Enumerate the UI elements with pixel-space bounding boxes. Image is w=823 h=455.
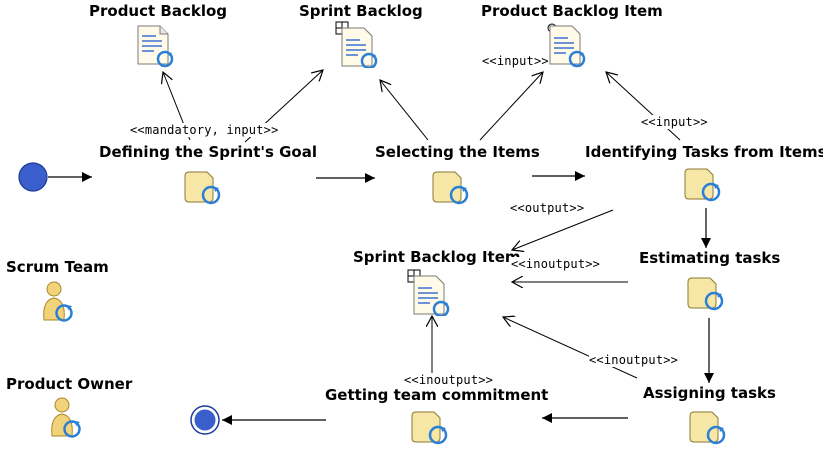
defining-goal-label: Defining the Sprint's Goal [99,143,317,161]
scrum-team-person-icon[interactable] [38,280,78,324]
control-flows [48,171,714,425]
stereotype-mandatory-input: <<mandatory, input>> [130,123,279,137]
assigning-tasks-task-icon[interactable] [688,410,730,446]
object-flows [163,70,681,382]
estimating-tasks-task-icon[interactable] [686,276,728,312]
stereotype-input-identify: <<input>> [641,115,708,129]
selecting-items-task-icon[interactable] [431,170,473,206]
product-owner-label: Product Owner [6,375,133,393]
sprint-backlog-item-label: Sprint Backlog Item [353,248,521,266]
objflow-selecting-to-sprint-backlog [380,80,429,141]
objflow-assigning-to-sbi [503,317,638,379]
getting-commitment-task-icon[interactable] [410,410,452,446]
product-owner-person-icon[interactable] [46,396,86,440]
stereotype-input-pbi: <<input>> [482,54,549,68]
selecting-items-label: Selecting the Items [375,143,540,161]
objflow-identifying-to-sbi [512,209,614,250]
sprint-backlog-label: Sprint Backlog [299,2,423,20]
end-node [190,405,220,435]
product-backlog-document-icon[interactable] [134,24,176,68]
product-backlog-label: Product Backlog [89,2,228,20]
objflow-identifying-to-pbi [606,72,681,141]
stereotype-inoutput-commit: <<inoutput>> [404,373,494,387]
assigning-tasks-label: Assigning tasks [643,384,776,402]
stereotype-inoutput-estimate: <<inoutput>> [511,257,601,271]
identifying-tasks-task-icon[interactable] [683,167,725,203]
stereotype-output: <<output>> [510,201,585,215]
stereotype-inoutput-assign: <<inoutput>> [589,353,679,367]
identifying-tasks-label: Identifying Tasks from Items [585,143,823,161]
sprint-backlog-document-icon[interactable] [334,20,380,68]
scrum-team-label: Scrum Team [6,258,109,276]
product-backlog-item-document-icon[interactable] [544,22,586,68]
estimating-tasks-label: Estimating tasks [639,249,781,267]
defining-goal-task-icon[interactable] [183,170,225,206]
sprint-backlog-item-document-icon[interactable] [406,268,452,316]
start-node [18,162,48,192]
product-backlog-item-label: Product Backlog Item [481,2,663,20]
objflow-selecting-to-pbi [479,72,543,141]
getting-commitment-label: Getting team commitment [325,386,549,404]
